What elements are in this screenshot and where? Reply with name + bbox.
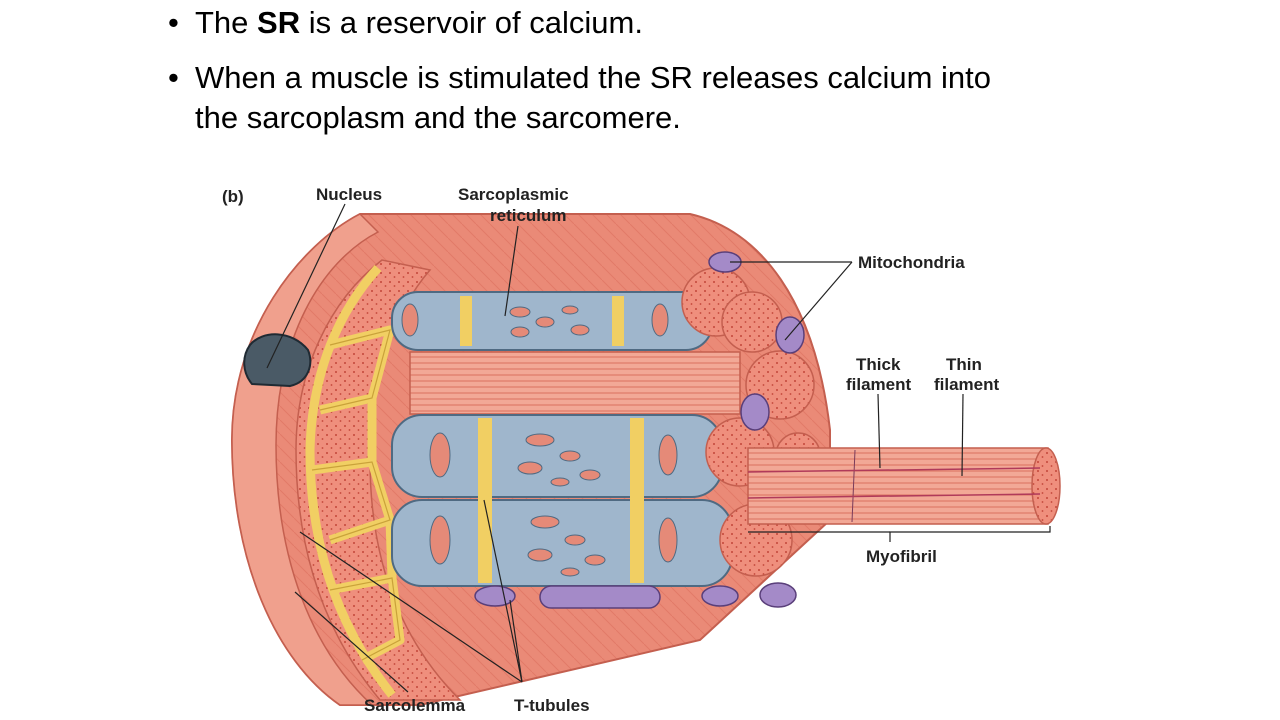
label-sr-line1: Sarcoplasmic <box>458 185 569 204</box>
label-nucleus: Nucleus <box>316 185 382 204</box>
panel-label: (b) <box>222 187 244 206</box>
bullet-1-prefix: The <box>195 5 258 40</box>
myofibril-bundle <box>391 251 1061 609</box>
bullet-2: • When a muscle is stimulated the SR rel… <box>168 58 1195 138</box>
label-myofibril: Myofibril <box>866 547 937 566</box>
label-thick-line1: Thick <box>856 355 901 374</box>
bullet-1-suffix: is a reservoir of calcium. <box>300 5 643 40</box>
label-t-tubules: T-tubules <box>514 696 590 715</box>
t-tubule-outline <box>311 329 401 661</box>
label-thin-line1: Thin <box>946 355 982 374</box>
bullet-1-bold: SR <box>257 5 301 40</box>
label-thick-line2: filament <box>846 375 912 394</box>
label-sr-line2: reticulum <box>490 206 567 225</box>
label-mitochondria: Mitochondria <box>858 253 965 272</box>
bullet-2-line1: When a muscle is stimulated the SR relea… <box>195 60 991 95</box>
label-sarcolemma: Sarcolemma <box>364 696 466 715</box>
bullet-dot: • <box>168 60 179 95</box>
nucleus <box>243 333 312 388</box>
label-thin-line2: filament <box>934 375 1000 394</box>
bullet-dot: • <box>168 5 179 40</box>
bullet-2-line2: the sarcoplasm and the sarcomere. <box>195 100 681 135</box>
leader-lines <box>266 203 1051 693</box>
bullet-1: • The SR is a reservoir of calcium. <box>168 3 1195 43</box>
